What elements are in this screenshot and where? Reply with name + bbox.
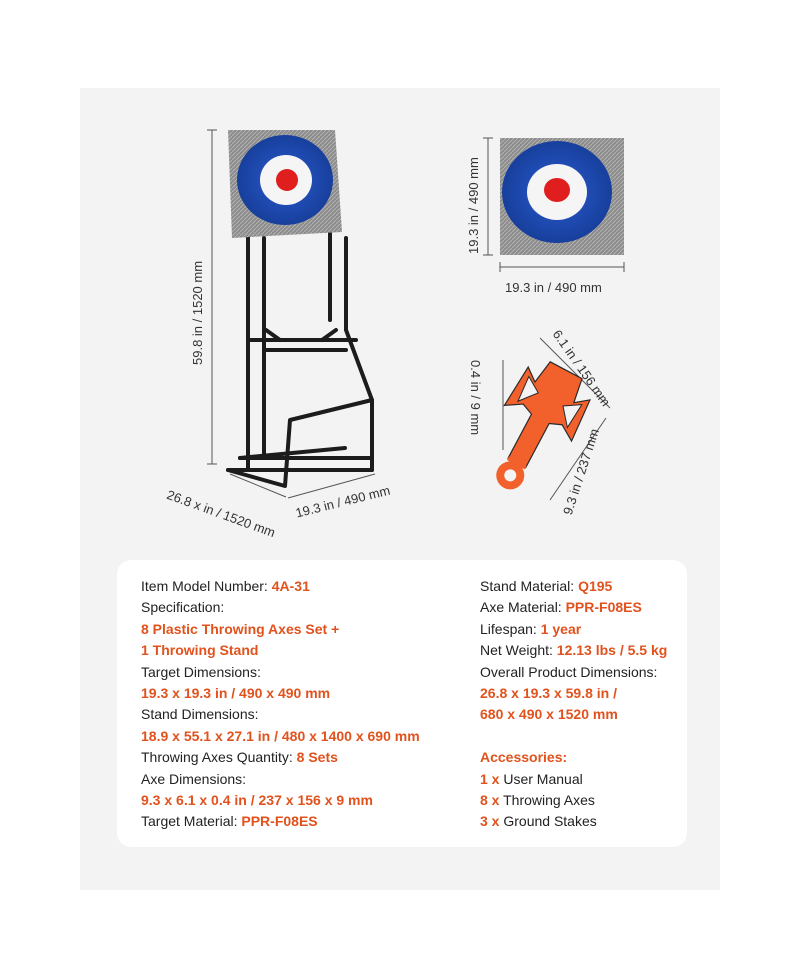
stand-base-dimension-lines (229, 473, 376, 499)
accessory-item: 3 x Ground Stakes (480, 811, 685, 832)
stand-frame (226, 226, 374, 488)
target-height-dimension-line (483, 137, 493, 256)
stand-material-value: Q195 (578, 578, 613, 594)
stand-dimensions-value: 18.9 x 55.1 x 27.1 in / 480 x 1400 x 690… (141, 727, 420, 744)
axe-thickness-label: 0.4 in / 9 mm (468, 360, 483, 436)
stand-height-dimension-line (207, 129, 217, 465)
net-weight-value: 12.13 lbs / 5.5 kg (556, 642, 668, 659)
accessory-qty: 8 x (480, 792, 500, 809)
axe-dimensions-value: 9.3 x 6.1 x 0.4 in / 237 x 156 x 9 mm (141, 792, 373, 809)
item-model-row: Item Model Number: 4A-31 (141, 576, 461, 597)
target-dimensions-label: Target Dimensions: (141, 663, 261, 680)
axes-quantity-row: Throwing Axes Quantity: 8 Sets (141, 747, 461, 768)
target-board (500, 138, 624, 255)
net-weight-row: Net Weight: 12.13 lbs / 5.5 kg (480, 640, 685, 661)
accessory-qty: 3 x (480, 813, 500, 830)
axe-material-label: Axe Material: (480, 599, 562, 616)
target-material-value: PPR-F08ES (241, 813, 318, 830)
accessory-qty: 1 x (480, 770, 500, 787)
target-material-label: Target Material: (141, 813, 238, 830)
stand-material-label: Stand Material: (480, 578, 575, 594)
stand-target-board (228, 130, 342, 238)
specification-label: Specification: (141, 599, 225, 616)
lifespan-value: 1 year (540, 620, 582, 637)
overall-dimensions-label: Overall Product Dimensions: (480, 663, 658, 680)
target-width-label: 19.3 in / 490 mm (505, 280, 602, 295)
stand-dimensions-label: Stand Dimensions: (141, 706, 259, 723)
overall-dimensions-value-line-2: 680 x 490 x 1520 mm (480, 706, 618, 723)
item-model-label: Item Model Number: (141, 578, 268, 594)
axe-material-row: Axe Material: PPR-F08ES (480, 597, 685, 618)
accessory-name: Throwing Axes (503, 792, 595, 809)
axe-dimension-lines (502, 337, 611, 501)
accessory-item: 8 x Throwing Axes (480, 790, 685, 811)
axes-quantity-label: Throwing Axes Quantity: (141, 749, 293, 766)
target-height-label: 19.3 in / 490 mm (466, 157, 481, 254)
specifications-card: Item Model Number: 4A-31 Specification: … (117, 560, 687, 847)
axe-dimensions-label: Axe Dimensions: (141, 770, 247, 787)
throwing-stand-illustration (207, 129, 625, 501)
stand-height-label: 59.8 in / 1520 mm (190, 260, 205, 365)
target-dimensions-value: 19.3 x 19.3 in / 490 x 490 mm (141, 685, 331, 702)
accessory-name: Ground Stakes (503, 813, 597, 830)
stand-material-row: Stand Material: Q195 (480, 576, 685, 597)
lifespan-row: Lifespan: 1 year (480, 619, 685, 640)
accessory-name: User Manual (503, 770, 583, 787)
net-weight-label: Net Weight: (480, 642, 553, 659)
specs-left-column: Item Model Number: 4A-31 Specification: … (141, 576, 461, 833)
throwing-axe (496, 361, 591, 490)
specification-value-line-2: 1 Throwing Stand (141, 642, 259, 659)
target-width-dimension-line (499, 262, 625, 272)
accessories-title: Accessories: (480, 749, 568, 766)
target-material-row: Target Material: PPR-F08ES (141, 811, 461, 832)
specification-value-line-1: 8 Plastic Throwing Axes Set + (141, 620, 340, 637)
axe-material-value: PPR-F08ES (565, 599, 642, 616)
axes-quantity-value: 8 Sets (296, 749, 338, 766)
item-model-value: 4A-31 (271, 578, 310, 594)
accessories-spacer (480, 726, 685, 747)
specs-right-column: Stand Material: Q195 Axe Material: PPR-F… (480, 576, 685, 833)
accessory-item: 1 x User Manual (480, 769, 685, 790)
overall-dimensions-value-line-1: 26.8 x 19.3 x 59.8 in / (480, 685, 617, 702)
lifespan-label: Lifespan: (480, 620, 537, 637)
